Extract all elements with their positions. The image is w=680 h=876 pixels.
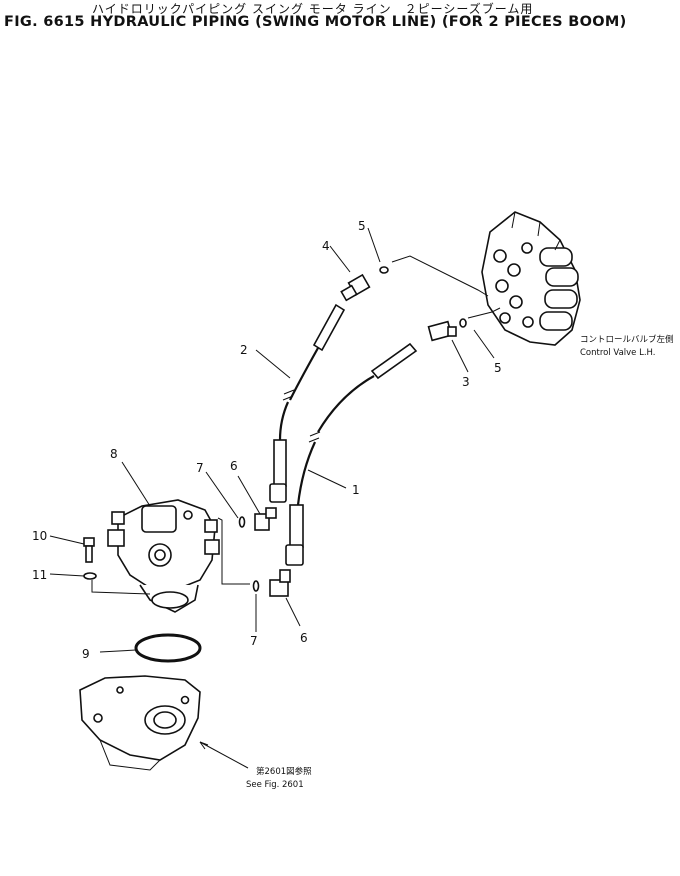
see-fig-label-jp: 第2601図参照 — [256, 766, 312, 777]
control-valve-label-jp: コントロールバルブ左側 — [580, 334, 674, 345]
swing-motor-drawing — [107, 499, 220, 613]
hose-2 — [269, 303, 346, 503]
callout-5-upper: 5 — [358, 219, 366, 233]
callout-7-lower: 7 — [250, 634, 258, 648]
o-ring-7-lower — [252, 580, 260, 592]
elbow-fitting-6-upper — [254, 507, 277, 531]
callout-6-upper: 6 — [230, 459, 238, 473]
figure-title: FIG. 6615 HYDRAULIC PIPING (SWING MOTOR … — [4, 14, 627, 30]
callout-2: 2 — [240, 343, 248, 357]
elbow-fitting-6-lower — [269, 569, 291, 597]
callout-8: 8 — [110, 447, 118, 461]
callout-3: 3 — [462, 375, 470, 389]
o-ring-9 — [134, 633, 202, 663]
callout-4: 4 — [322, 239, 330, 253]
callout-10: 10 — [32, 529, 47, 543]
title-japanese: ハイドロリックパイピング スイング モータ ライン ２ピーシーズブーム用 — [92, 2, 534, 16]
o-ring-7-upper — [238, 516, 246, 528]
callout-7-upper: 7 — [196, 461, 204, 475]
o-ring-5-upper — [379, 266, 389, 274]
elbow-fitting-3 — [427, 320, 457, 342]
bolt-10 — [83, 537, 95, 563]
hose-1 — [285, 342, 418, 566]
callout-5-lower: 5 — [494, 361, 502, 375]
control-valve-drawing — [481, 211, 581, 346]
elbow-fitting-4 — [340, 273, 371, 302]
callout-9: 9 — [82, 647, 90, 661]
callout-6-lower: 6 — [300, 631, 308, 645]
o-ring-5-lower — [459, 318, 467, 328]
see-fig-label: See Fig. 2601 — [246, 780, 304, 790]
washer-11 — [83, 572, 97, 580]
leader-lines — [49, 227, 501, 769]
control-valve-label: Control Valve L.H. — [580, 348, 656, 358]
callout-1: 1 — [352, 483, 360, 497]
motor-housing-drawing — [79, 675, 201, 771]
callout-11: 11 — [32, 568, 47, 582]
